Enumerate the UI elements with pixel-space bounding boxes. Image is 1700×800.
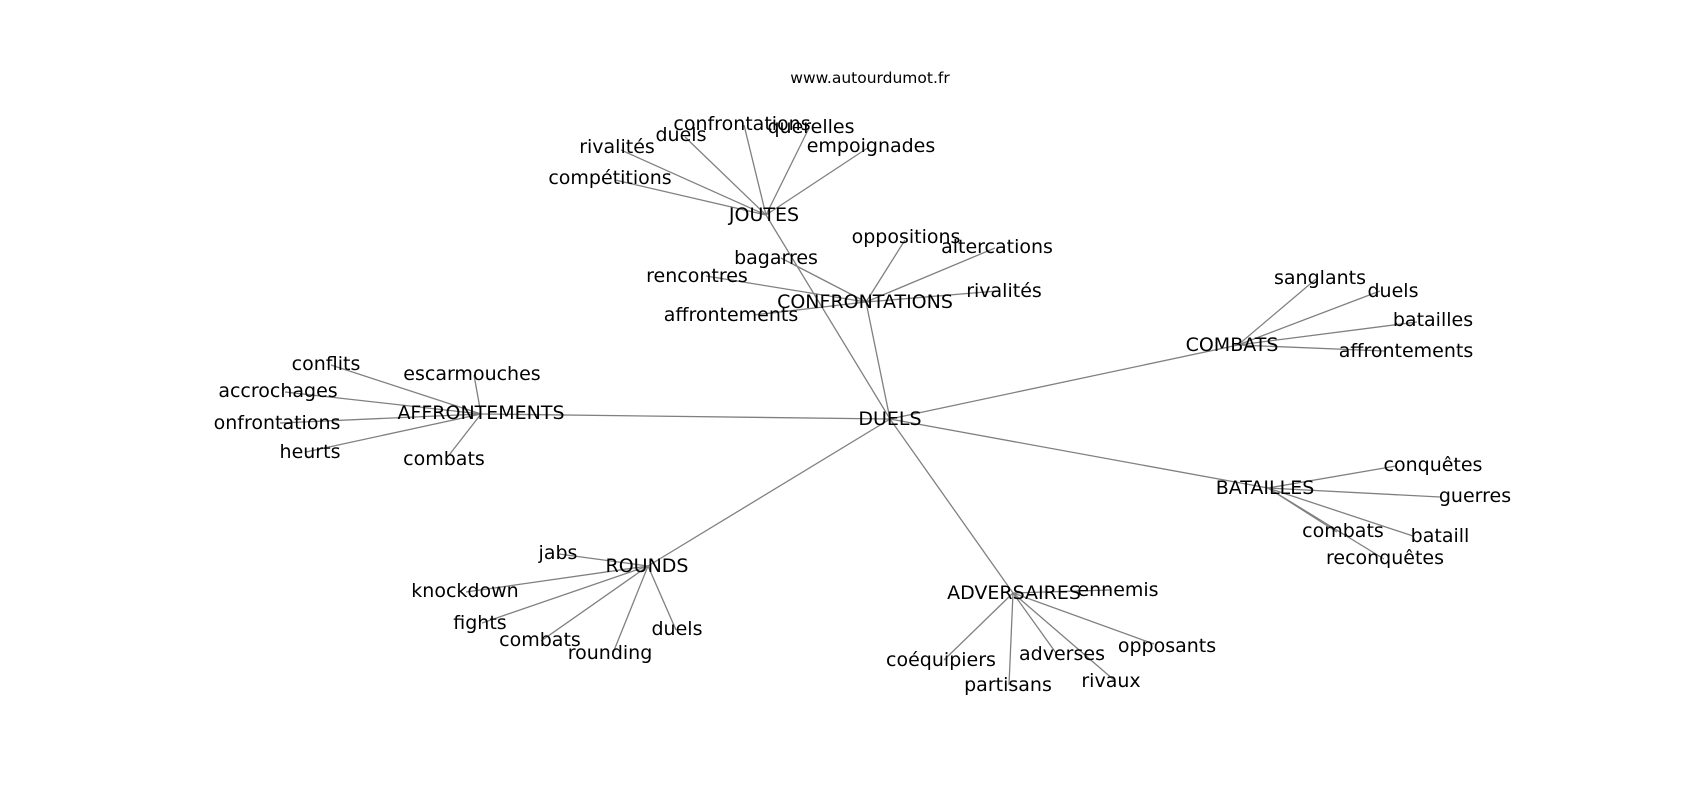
node-combats[interactable]: COMBATS (1186, 334, 1279, 356)
leaf-word[interactable]: escarmouches (403, 363, 540, 385)
leaf-word[interactable]: rivaux (1081, 670, 1140, 692)
edge-duels-batailles (889, 418, 1269, 489)
edge-combats-leaf (1237, 290, 1381, 346)
node-batailles[interactable]: BATAILLES (1216, 477, 1315, 499)
leaf-word[interactable]: altercations (941, 236, 1053, 258)
edge-confrontations-leaf (780, 257, 867, 303)
edge-affrontements-leaf (284, 391, 482, 415)
leaf-word[interactable]: guerres (1439, 485, 1511, 507)
node-adversaires[interactable]: ADVERSAIRES (947, 582, 1081, 604)
edge-joutes-leaf (765, 127, 810, 216)
node-rounds[interactable]: ROUNDS (606, 555, 689, 577)
leaf-word[interactable]: rivalités (579, 136, 655, 158)
edge-rounds-leaf (481, 565, 649, 624)
graph-labels: DUELSJOUTEScompétitionsrivalitésduelscon… (214, 113, 1512, 696)
edge-affrontements-leaf (305, 413, 482, 453)
leaf-word[interactable]: conflits (292, 353, 361, 375)
edge-batailles-leaf (1267, 487, 1441, 498)
leaf-word[interactable]: ennemis (1077, 579, 1158, 601)
leaf-word[interactable]: jabs (538, 542, 578, 564)
edge-rounds-leaf (558, 553, 649, 567)
edge-adversaires-leaf (1012, 592, 1057, 654)
leaf-word[interactable]: oppositions (852, 226, 961, 248)
leaf-word[interactable]: onfrontations (214, 412, 341, 434)
edge-duels-combats (889, 344, 1239, 420)
leaf-word[interactable]: compétitions (548, 167, 671, 189)
graph-edges (279, 124, 1441, 686)
edge-rounds-leaf (465, 565, 649, 593)
edge-joutes-leaf (743, 124, 767, 216)
leaf-word[interactable]: bagarres (734, 247, 818, 269)
leaf-word[interactable]: conquêtes (1384, 454, 1483, 476)
leaf-word[interactable]: affrontements (664, 304, 799, 326)
leaf-word[interactable]: coéquipiers (886, 649, 996, 671)
edge-rounds-leaf (612, 565, 649, 654)
leaf-word[interactable]: accrochages (218, 380, 337, 402)
edge-batailles-leaf (1267, 487, 1385, 560)
edge-joutes-leaf (614, 179, 767, 216)
leaf-word[interactable]: confrontations (673, 113, 810, 135)
leaf-word[interactable]: affrontements (1339, 340, 1474, 362)
leaf-word[interactable]: adverses (1019, 643, 1105, 665)
edge-joutes-leaf (765, 146, 870, 216)
leaf-word[interactable]: combats (499, 629, 581, 651)
leaf-word[interactable]: opposants (1118, 635, 1216, 657)
edge-joutes-leaf (684, 136, 767, 216)
edge-duels-joutes (765, 214, 891, 420)
leaf-word[interactable]: querelles (767, 116, 854, 138)
edge-adversaires-leaf (1012, 592, 1115, 681)
edge-combats-leaf (1237, 321, 1418, 346)
leaf-word[interactable]: combats (1302, 520, 1384, 542)
leaf-word[interactable]: duels (652, 618, 703, 640)
leaf-word[interactable]: batailles (1393, 309, 1473, 331)
site-watermark: www.autourdumot.fr (790, 69, 950, 87)
edge-joutes-leaf (620, 149, 767, 216)
leaf-word[interactable]: heurts (280, 441, 341, 463)
edge-adversaires-leaf (1012, 592, 1155, 645)
edge-confrontations-leaf (865, 247, 996, 303)
node-affrontements[interactable]: AFFRONTEMENTS (397, 402, 564, 424)
leaf-word[interactable]: sanglants (1274, 267, 1366, 289)
edge-combats-leaf (1237, 278, 1317, 346)
edge-rounds-leaf (647, 565, 677, 631)
edge-duels-adversaires (889, 418, 1014, 594)
node-confrontations[interactable]: CONFRONTATIONS (777, 291, 953, 313)
leaf-word[interactable]: rencontres (646, 265, 748, 287)
leaf-word[interactable]: duels (656, 124, 707, 146)
leaf-word[interactable]: combats (403, 448, 485, 470)
leaf-word[interactable]: reconquêtes (1326, 547, 1444, 569)
edge-batailles-leaf (1267, 465, 1397, 489)
edge-duels-rounds (647, 418, 891, 567)
edge-affrontements-leaf (473, 374, 482, 415)
edge-confrontations-leaf (865, 239, 906, 303)
leaf-word[interactable]: duels (1368, 280, 1419, 302)
leaf-word[interactable]: partisans (964, 674, 1052, 696)
edge-adversaires-leaf (1008, 592, 1014, 686)
edge-confrontations-leaf (865, 290, 998, 303)
leaf-word[interactable]: rounding (568, 642, 653, 664)
leaf-word[interactable]: knockdown (411, 580, 518, 602)
leaf-word[interactable]: fights (453, 612, 506, 634)
edge-adversaires-leaf (943, 592, 1014, 661)
node-duels[interactable]: DUELS (858, 408, 921, 430)
leaf-word[interactable]: rivalités (966, 280, 1042, 302)
edge-duels-affrontements (480, 413, 891, 420)
edge-combats-leaf (1237, 344, 1386, 352)
edge-batailles-leaf (1267, 487, 1414, 537)
edge-confrontations-leaf (753, 301, 867, 316)
edge-affrontements-leaf (445, 413, 482, 460)
node-joutes[interactable]: JOUTES (728, 204, 799, 226)
edge-affrontements-leaf (330, 364, 482, 415)
edge-confrontations-leaf (705, 275, 867, 303)
leaf-word[interactable]: empoignades (807, 135, 936, 157)
edge-adversaires-leaf (1012, 589, 1111, 594)
edge-rounds-leaf (540, 565, 649, 642)
edge-duels-confrontations (865, 301, 891, 420)
leaf-word[interactable]: bataill (1411, 525, 1470, 547)
edge-affrontements-leaf (279, 413, 482, 424)
